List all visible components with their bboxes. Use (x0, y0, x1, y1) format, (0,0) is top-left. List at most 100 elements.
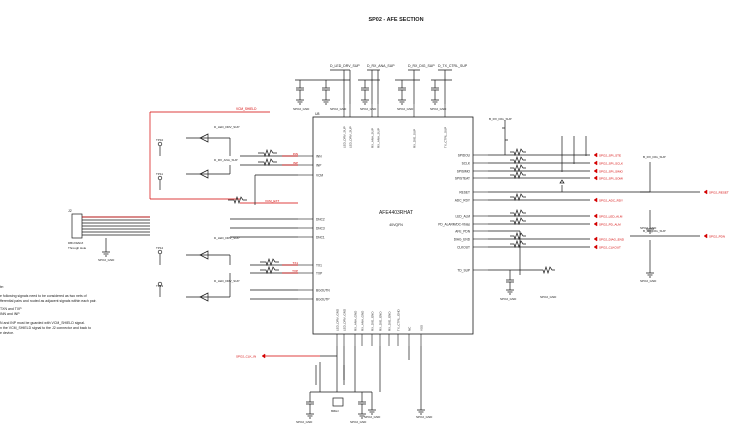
ic-pin-bot-2: LED_DRV_GND (343, 308, 347, 331)
crystal-freq: 8MHz (331, 409, 339, 413)
diode-label-4: D_LED_DRV_SUP (214, 279, 239, 283)
ic-pin-dnc2: DNC2 (316, 218, 325, 222)
note-line-8: e device. (0, 331, 14, 335)
ic-pin-bgoutp: BGOUTP (316, 298, 329, 302)
net-txp: TXP (292, 269, 298, 273)
out-spi-somi: SPO2_SPI_SOMI (599, 177, 623, 181)
ic-pin-bot-6: RX_DIG_GND (379, 311, 383, 331)
note-line-1: te: (0, 285, 4, 289)
gnd-right-2: SPO2_GND (640, 279, 657, 283)
rail-rx-dig: D_RX_DIG_SUP (408, 64, 435, 68)
net-tx1: TX1 (292, 261, 298, 265)
gnd-bot-3: SPO2_GND (364, 415, 381, 419)
ic-pin-sclk: SCLK (462, 162, 471, 166)
ic-pin-spisimo: SPISIMO (457, 170, 471, 174)
out-clkout: SPO2_CLKOUT (599, 246, 621, 250)
ic-pin-spisteat: SPISTEAT (455, 177, 470, 181)
ic-pin-top-5: RX_DIG_SUP (413, 129, 417, 148)
ic-pin-td-sup: TD_SUP (457, 269, 470, 273)
ic-body (312, 116, 474, 335)
ic-pin-top-4: RX_ANA_SUP (377, 128, 381, 148)
ic-pin-diag-end: DIAG_END (454, 238, 471, 242)
bottom-section: SPO2_CLK_IN 8MHz SPO2_GND SPO2_GND SPO2_… (236, 346, 433, 424)
out-reset: SPO2_RESET (709, 191, 729, 195)
connector-j2-part: DB1X9AFZ (68, 241, 83, 245)
design-note: te: e following signals need to be consi… (0, 285, 96, 335)
ic-pin-tx1: TX1 (316, 264, 322, 268)
ic-pin-vcm: VCM (316, 174, 323, 178)
rail-b-right-2: B_RX_DIG_SUP (643, 229, 666, 233)
note-line-2: e following signals need to be considere… (0, 294, 87, 298)
net-inn: INN (293, 152, 298, 156)
ic-pin-bot-5: RX_DIG_GND (371, 311, 375, 331)
note-line-6: N and INP must be guarded with VCM_SHIEL… (0, 321, 85, 325)
gnd-right-1: SPO2_GND (640, 226, 657, 230)
gnd-right-3: SPO2_GND (500, 297, 517, 301)
tp-1: TP10 (156, 138, 164, 142)
rail-led-drv: D_LED_DRV_SUP (330, 64, 360, 68)
gnd-top-1: SPO2_GND (293, 107, 310, 111)
gnd-bot-2: SPO2_GND (350, 420, 367, 424)
diode-label-3: D_LED_DRV_SUP (214, 236, 239, 240)
ic-right-pins: SPIDOU SCLK SPISIMO SPISTEAT RESET ADC_R… (438, 154, 488, 273)
ic-pin-bot-8: TX_CTRL_GND (397, 308, 401, 331)
net-clk-in: SPO2_CLK_IN (236, 355, 256, 359)
ic-pin-bot-10: VSS (420, 325, 424, 331)
page-title: SP02 - AFE SECTION (368, 17, 423, 23)
ic-top-pins: LED_DRV_SUP LED_DRV_SUP RX_ANA_SUP RX_AN… (343, 104, 448, 148)
ic-pin-afe-pdn: AFE_PDN (455, 230, 470, 234)
ic-pin-bot-3: RX_ANA_GND (354, 310, 358, 331)
out-diag-end: SPO2_DIAG_END (599, 238, 625, 242)
ic-pin-bot-7: RX_DIG_GND (388, 311, 392, 331)
ic-pin-bot-1: LED_DRV_GND (336, 308, 340, 331)
ic-pin-inp: INP (316, 164, 321, 168)
note-line-7: n the VCM_SHIELD signal to the J2 connec… (0, 326, 91, 330)
ic-part-label: AFE4403RHAT (379, 210, 413, 216)
out-spi-ste: SPO2_SPI_STE (599, 154, 621, 158)
note-line-5: INN and INP (0, 312, 20, 316)
gnd-right-4: SPO2_GND (540, 295, 557, 299)
ic-pin-bgoutn: BGOUTN (316, 289, 330, 293)
out-spi-sclk: SPO2_SPI_SCLK (599, 162, 623, 166)
gnd-top-5: SPO2_GND (430, 107, 447, 111)
ic-pin-adc-rdy: ADC_RDY (455, 199, 471, 203)
note-line-4: TXN and TXP (0, 307, 22, 311)
out-pd-alm: SPO2_PD_ALM (599, 223, 621, 227)
left-section: VCM_SHIELD INN INP VCM_EXT TX1 TXP D_LED… (149, 107, 298, 302)
diode-label-1: D_LED_DRV_SUP (214, 125, 239, 129)
gnd-top-3: SPO2_GND (360, 107, 377, 111)
ic-pin-bot-9: NC (408, 326, 412, 331)
ic-pin-led-alm: LED_ALM (455, 215, 470, 219)
tp-2: TP11 (156, 172, 163, 176)
ic-left-pins: INN INP VCM DNC2 DNC3 DNC1 TX1 TXP BGOUT… (298, 155, 330, 302)
gnd-top-2: SPO2_GND (330, 107, 347, 111)
ic-pin-clkout: CLKOUT (457, 246, 470, 250)
diode-label-2: D_RX_ANA_SUP (214, 158, 238, 162)
output-flags: SPO2_SPI_STE SPO2_SPI_SCLK SPO2_SPI_SIMO… (593, 152, 729, 250)
rail-b-right-1: B_RX_DIG_SUP (643, 155, 666, 159)
ic-pin-top-1: LED_DRV_SUP (343, 126, 347, 148)
ic-pin-dnc3: DNC3 (316, 227, 325, 231)
ic-pin-top-2: LED_DRV_SUP (349, 126, 353, 148)
gnd-j2: SPO2_GND (98, 258, 115, 262)
gnd-bot-4: SPO2_GND (416, 415, 433, 419)
tp-3: TP12 (156, 246, 164, 250)
rail-b-rx-dig: B_RX_DIG_SUP (489, 117, 512, 121)
note-line-3: fferential pairs and routed as adjacent … (0, 299, 96, 303)
top-capacitors: SPO2_GND SPO2_GND SPO2_GND SPO2_GND SPO2… (293, 80, 447, 111)
ic-bottom-pins: LED_DRV_GND LED_DRV_GND RX_ANA_GND RX_AN… (336, 308, 424, 346)
gnd-top-4: SPO2_GND (397, 107, 414, 111)
ic-pin-bot-4: RX_ANA_GND (361, 310, 365, 331)
ic-package-label: 40VQFN (389, 223, 403, 227)
rail-rx-ana: D_RX_ANA_SUP (367, 64, 395, 68)
net-inp: INP (293, 161, 298, 165)
ic-pin-reset: RESET (459, 191, 470, 195)
ic-pin-spidou: SPIDOU (458, 154, 471, 158)
connector-j2: J2 DB1X9AFZ Through Hole SPO2_GND (68, 209, 150, 262)
supply-rails: D_LED_DRV_SUP D_RX_ANA_SUP D_RX_DIG_SUP … (295, 64, 468, 104)
ic-pin-dnc1: DNC1 (316, 236, 325, 240)
gnd-bot-1: SPO2_GND (296, 420, 313, 424)
net-vcm-ext: VCM_EXT (265, 199, 279, 203)
ic-pin-pd-alarm: PD_ALARM/DC-Vbias (438, 223, 470, 227)
